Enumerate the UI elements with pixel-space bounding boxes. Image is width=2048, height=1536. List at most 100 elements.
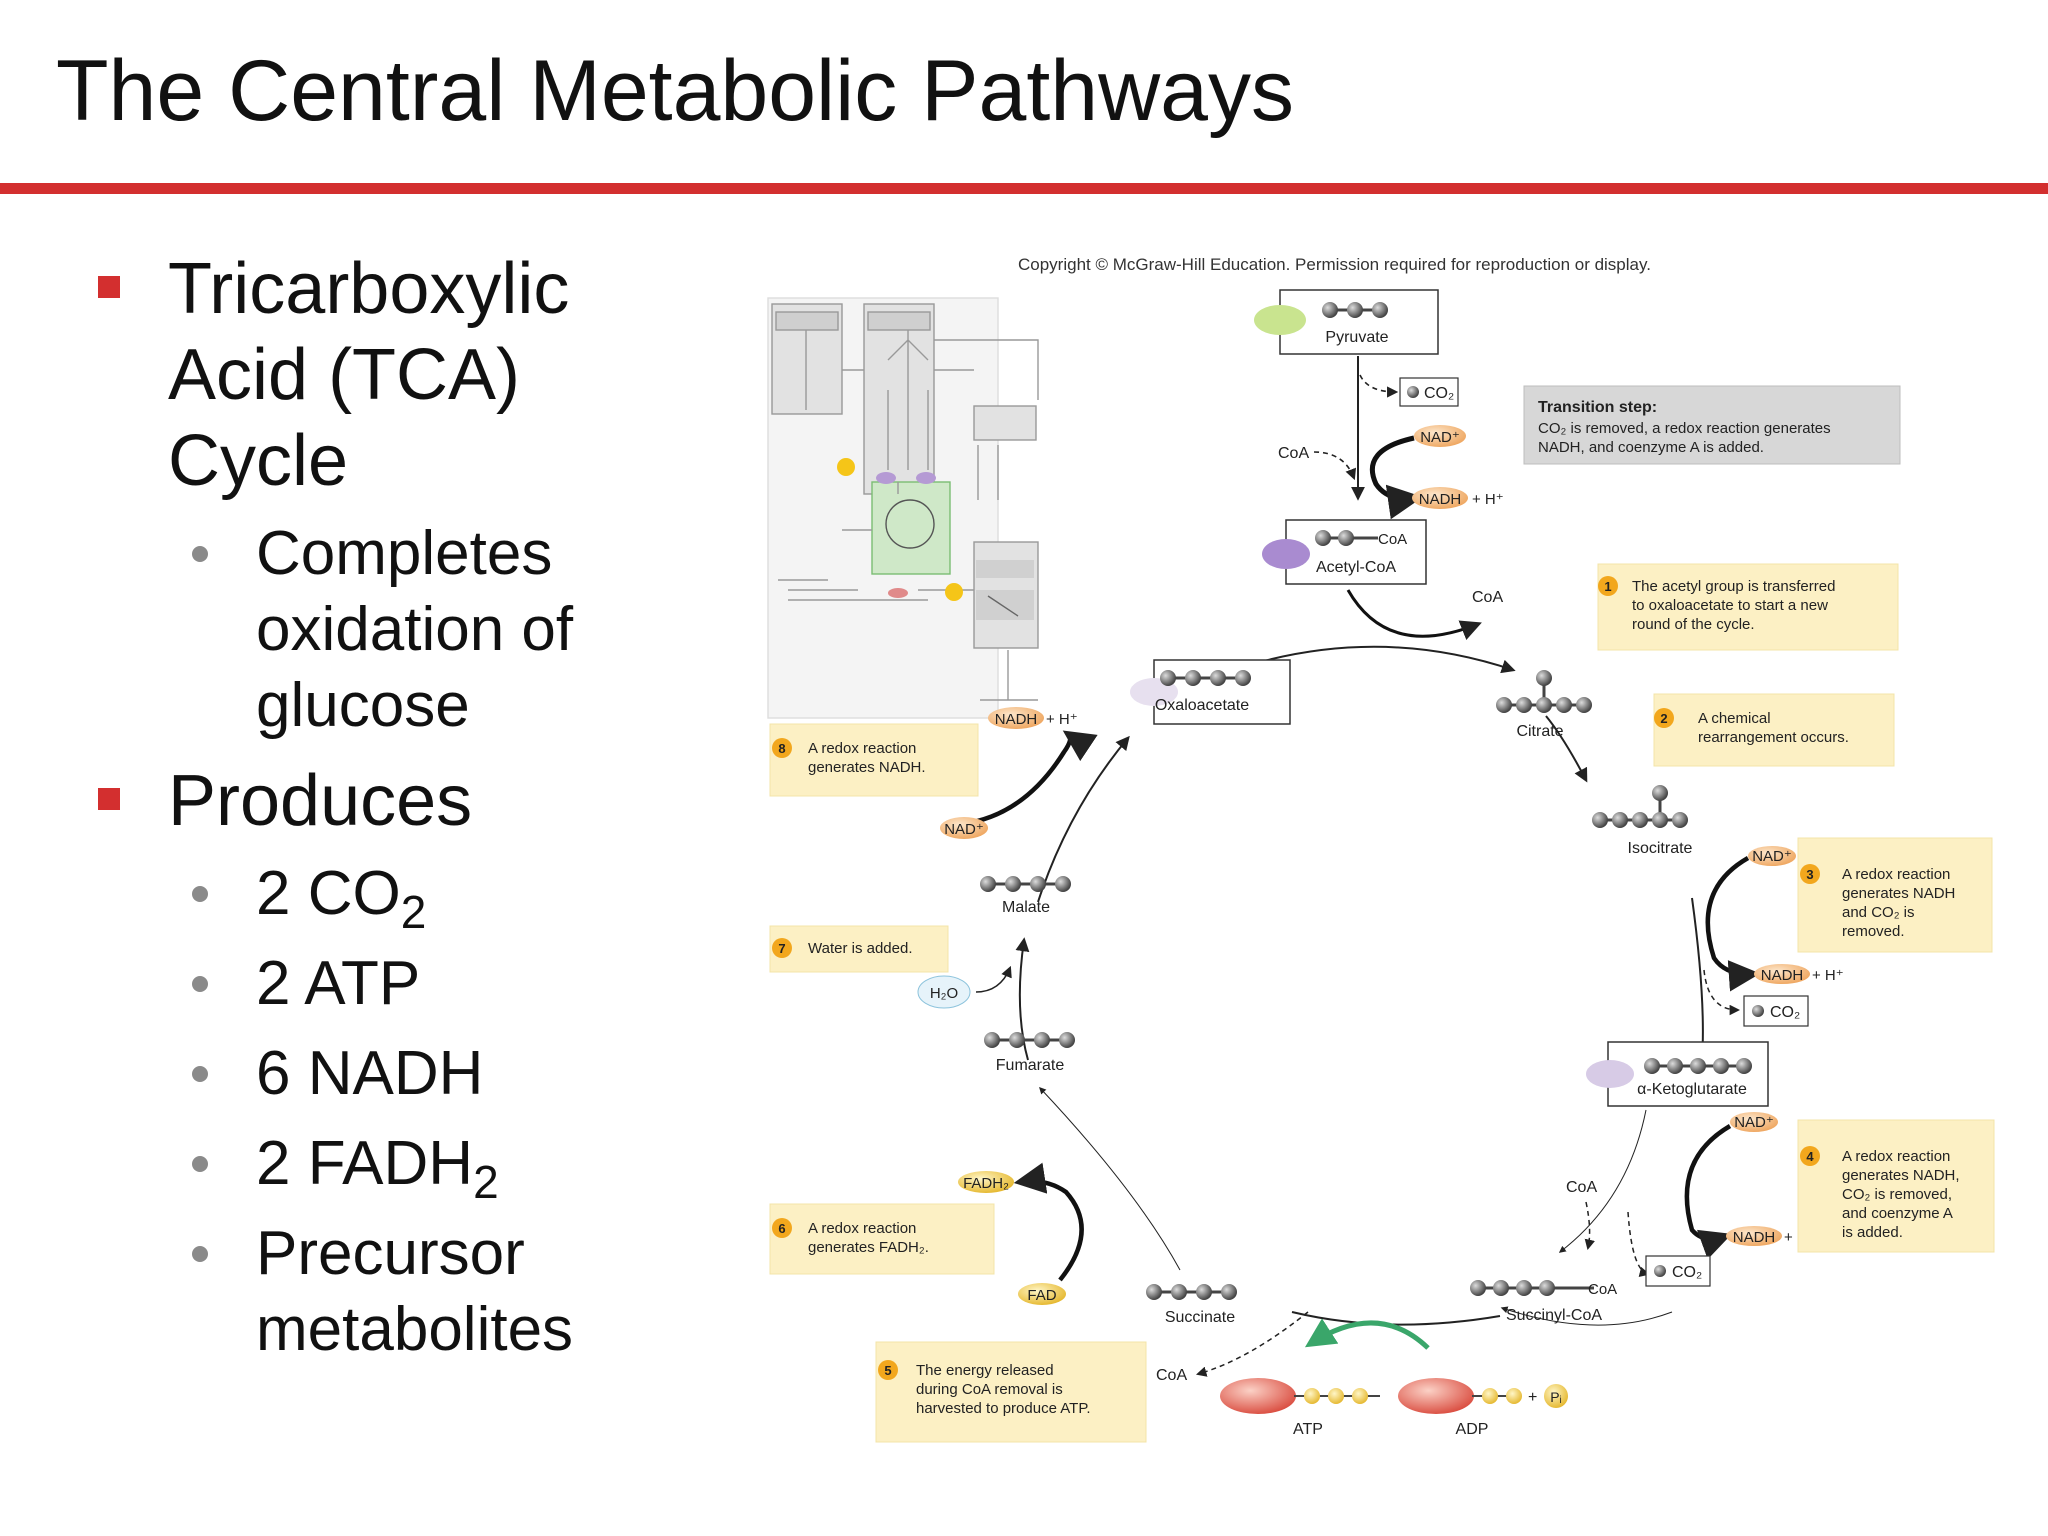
alpha-ketoglutarate-box [1607,1041,1769,1107]
nad-to-nadh-arrow-step4 [1684,1124,1732,1260]
transition-step-box [1523,385,1901,465]
oxaloacetate-carbons [1160,670,1251,686]
sub-bullet-nadh: 6 NADH [94,1036,654,1112]
fad-label: FAD [1027,1287,1056,1304]
co2-label-transition: CO₂ [1424,385,1454,402]
nad-to-nadh-arrow [1369,435,1423,520]
square-bullet-icon [98,788,120,810]
round-bullet-icon [192,976,208,992]
sub-bullet-oxidation-text: Completes oxidation of glucose [256,519,574,740]
isocitrate-label: Isocitrate [1628,840,1693,857]
svg-text:generates NADH: generates NADH [1842,885,1955,902]
pathway-overview-thumbnail [767,297,1039,719]
acetyl-coa-carrier-icon [1262,539,1310,569]
tca-cycle-figure: Copyright © McGraw-Hill Education. Permi… [748,240,2038,1470]
transition-step-text-2: NADH, and coenzyme A is added. [1538,439,1764,456]
coa-label-transition: CoA [1278,445,1309,462]
nadh-label-step3: NADH [1761,967,1804,984]
svg-text:The energy released: The energy released [916,1362,1054,1379]
svg-text:rearrangement occurs.: rearrangement occurs. [1698,729,1849,746]
pyruvate-carrier-icon [1254,305,1306,335]
succinate-label: Succinate [1165,1309,1235,1326]
sub-bullet-fadh2-text: 2 FADH [256,1129,474,1198]
h2o-input-arrow [975,965,1012,993]
malate-carbons [980,876,1071,892]
svg-text:1: 1 [1604,579,1611,594]
round-bullet-icon [192,1246,208,1262]
nad-to-nadh-arrow-step3 [1705,856,1761,992]
pyruvate-carbons [1322,302,1388,318]
nadh-label-transition: NADH [1419,491,1462,508]
co2-release-arrow [1359,374,1399,398]
coa-release-label-step5: CoA [1156,1367,1187,1384]
step-7-callout: 7 Water is added. [769,925,949,973]
step-2-callout: 2 A chemical rearrangement occurs. [1653,693,1895,767]
fadh2-label: FADH₂ [963,1175,1009,1192]
sub-bullet-nadh-text: 6 NADH [256,1039,484,1108]
succinyl-coa-coa-tag: CoA [1588,1281,1617,1298]
plus-h-label-step3: + H⁺ [1812,967,1844,984]
citrate-carbons [1496,670,1592,713]
coa-label-step4: CoA [1566,1179,1597,1196]
succinyl-coa-label: Succinyl-CoA [1506,1307,1602,1324]
bullet-produces: Produces [94,758,654,844]
co2-carbon-icon-step4 [1654,1265,1666,1277]
svg-text:A redox reaction: A redox reaction [1842,1148,1950,1165]
svg-text:generates FADH₂.: generates FADH₂. [808,1239,929,1256]
cycle-arrows [1015,645,1710,1326]
nad-pill-transition [1414,425,1466,447]
sub-bullet-precursors: Precursor metabolites [94,1216,654,1368]
co2-carbon-icon-step3 [1752,1005,1764,1017]
svg-text:and CO₂ is: and CO₂ is [1842,904,1915,921]
adp-adenosine-icon [1398,1378,1474,1414]
svg-text:A redox reaction: A redox reaction [1842,866,1950,883]
alpha-ketoglutarate-carbons [1644,1058,1752,1074]
sub-bullet-precursors-text: Precursor metabolites [256,1219,574,1364]
alpha-ketoglutarate-label: α-Ketoglutarate [1637,1081,1747,1098]
sub-bullet-atp-text: 2 ATP [256,949,421,1018]
nad-label-step8: NAD⁺ [944,821,984,838]
adp-plus-sign: + [1528,1389,1537,1406]
step-3-callout: 3 A redox reaction generates NADH and CO… [1797,837,1993,953]
nad-label-step4: NAD⁺ [1734,1114,1774,1131]
acetyl-coa-coa-tag: CoA [1378,531,1407,548]
succinate-carbons [1146,1284,1237,1300]
acetyl-coa-label: Acetyl-CoA [1316,559,1396,576]
step-5-callout: 5 The energy released during CoA removal… [875,1341,1147,1443]
transition-step-title: Transition step: [1538,399,1657,416]
coa-release-label: CoA [1472,589,1503,606]
svg-text:to oxaloacetate to start a new: to oxaloacetate to start a new [1632,597,1828,614]
sub-bullet-fadh2-subscript: 2 [473,1156,499,1208]
svg-text:7: 7 [778,941,785,956]
svg-text:CO₂ is removed,: CO₂ is removed, [1842,1186,1952,1203]
co2-release-arrow-step3 [1703,969,1741,1016]
isocitrate-carbons [1592,785,1688,828]
pi-label: Pᵢ [1550,1389,1562,1405]
svg-text:2: 2 [1660,711,1667,726]
round-bullet-icon [192,1156,208,1172]
nadh-pill-step3 [1754,964,1810,984]
round-bullet-icon [192,546,208,562]
svg-text:A redox reaction: A redox reaction [808,1220,916,1237]
fadh2-pill [958,1171,1014,1193]
citrate-label: Citrate [1516,723,1563,740]
alpha-ketoglutarate-carrier-icon [1586,1060,1634,1088]
nad-pill-step3 [1748,846,1796,866]
adp-phosphates [1472,1388,1522,1404]
svg-text:generates NADH.: generates NADH. [808,759,926,776]
svg-text:generates NADH,: generates NADH, [1842,1167,1960,1184]
sub-bullet-oxidation: Completes oxidation of glucose [94,516,654,744]
slide-title: The Central Metabolic Pathways [56,43,1295,139]
step-4-callout: 4 A redox reaction generates NADH, CO₂ i… [1797,1119,1995,1253]
nad-label-transition: NAD⁺ [1420,429,1460,446]
bullet-tca: Tricarboxylic Acid (TCA) Cycle [94,246,654,504]
step-1-callout: 1 The acetyl group is transferred to oxa… [1597,563,1899,651]
nad-label-step3: NAD⁺ [1752,848,1792,865]
coa-input-arrow [1313,451,1357,481]
plus-h-label-transition: + H⁺ [1472,491,1504,508]
co2-carbon-icon [1407,386,1419,398]
plus-h-label-step8: + H⁺ [1046,711,1078,728]
svg-text:5: 5 [884,1363,891,1378]
transition-step-text-1: CO₂ is removed, a redox reaction generat… [1538,420,1831,437]
co2-release-arrow-step4 [1627,1211,1651,1278]
